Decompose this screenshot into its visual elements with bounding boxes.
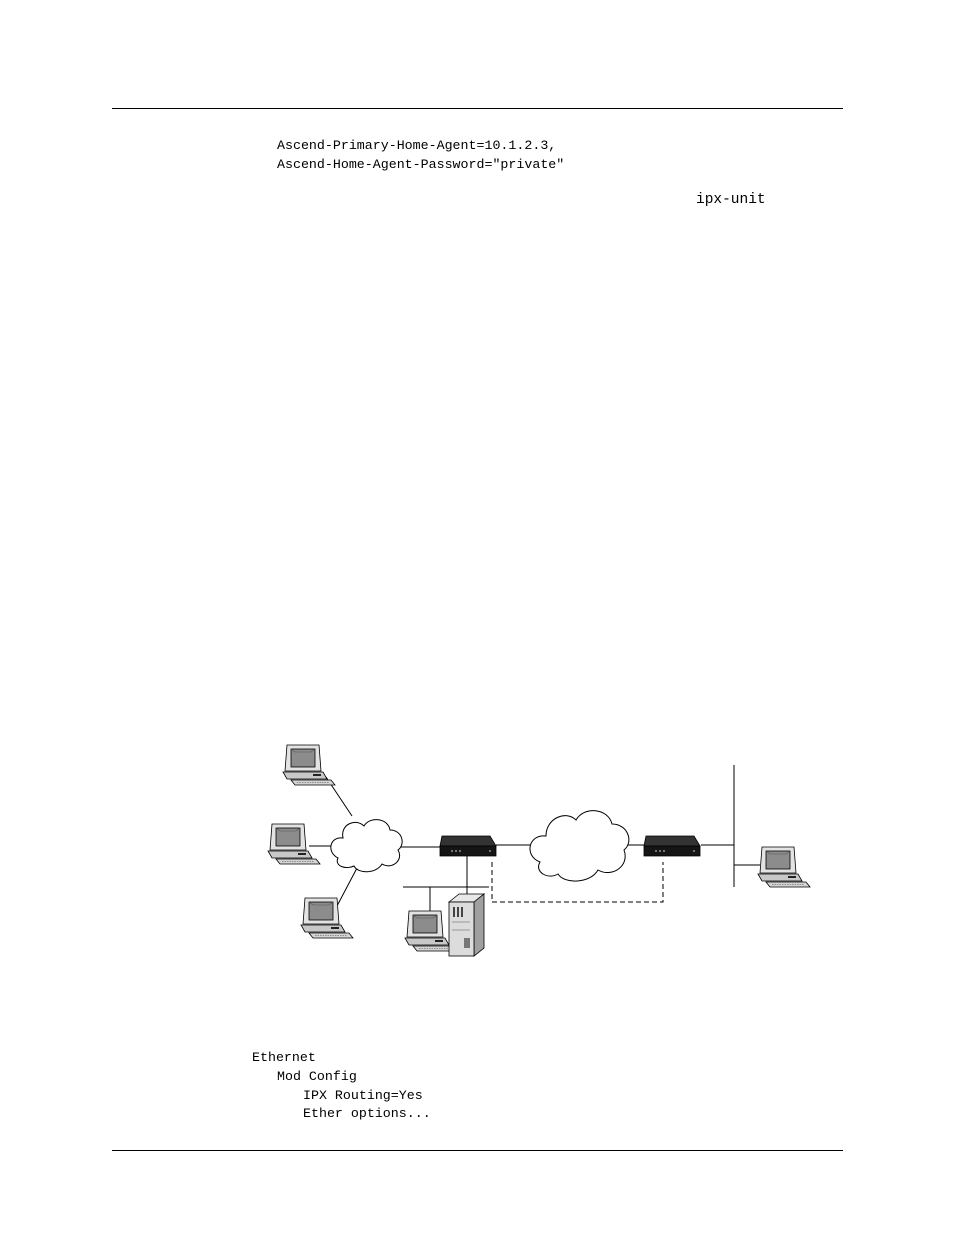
router-icon (643, 835, 701, 857)
header-rule (112, 108, 843, 109)
cloud-icon (330, 819, 403, 873)
code-line: IPX Routing=Yes (303, 1088, 423, 1103)
server-tower-icon (447, 893, 486, 957)
cloud-icon (529, 810, 630, 882)
workstation-icon (282, 744, 336, 786)
code-line: Ethernet (252, 1050, 316, 1065)
router-icon (439, 835, 497, 857)
code-line: Ether options... (303, 1106, 431, 1121)
inline-code: ipx-unit (696, 192, 766, 208)
tunnel-dashed-line (491, 862, 664, 903)
workstation-icon (267, 823, 321, 865)
workstation-icon (757, 846, 811, 888)
link-line (336, 867, 358, 907)
code-line: Mod Config (277, 1069, 357, 1084)
footer-rule (112, 1150, 843, 1151)
code-line: Ascend-Primary-Home-Agent=10.1.2.3, (277, 138, 557, 153)
code-line: Ascend-Home-Agent-Password="private" (277, 157, 565, 172)
workstation-icon (300, 897, 354, 939)
